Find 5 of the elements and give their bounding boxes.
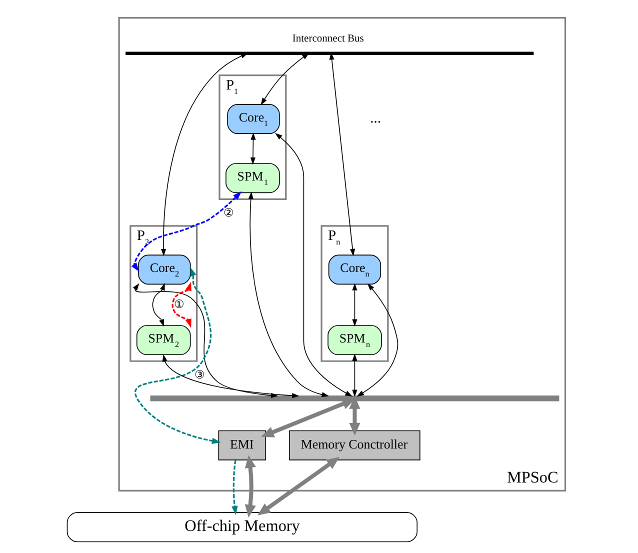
edge-label: ③ bbox=[194, 369, 204, 382]
label: ... bbox=[370, 110, 381, 127]
edge-label: ① bbox=[174, 298, 184, 311]
edge-label: ② bbox=[223, 207, 234, 220]
node-text: Interconnect Bus bbox=[292, 34, 364, 45]
